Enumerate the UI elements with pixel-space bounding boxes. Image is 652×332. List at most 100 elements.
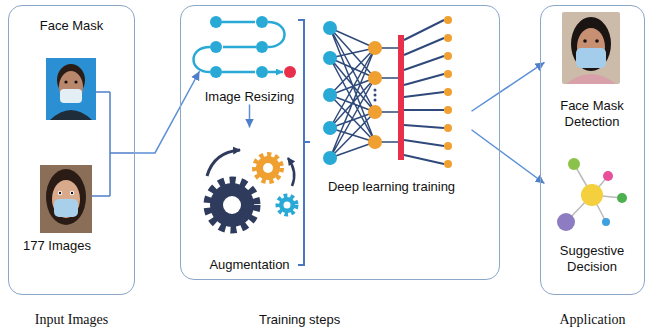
flow-icon	[256, 16, 268, 28]
step-box: Augmentation	[200, 128, 300, 273]
node-text: Face Mask Detection	[549, 98, 636, 130]
face-photo	[54, 199, 78, 217]
decision-icon	[568, 158, 580, 170]
network-icon	[444, 160, 452, 168]
face-photo	[59, 71, 83, 103]
decision-icon	[557, 213, 575, 231]
face-photo	[571, 17, 611, 71]
face-photo	[562, 12, 620, 84]
flow-icon	[256, 66, 268, 78]
network-icon	[444, 88, 452, 96]
node-text: Deep learning training	[328, 179, 455, 195]
gear-icon	[207, 150, 296, 229]
face-photo	[46, 169, 86, 225]
bracket-wire	[92, 92, 135, 196]
node-text: 177 Images	[23, 238, 91, 254]
network-icon	[368, 105, 382, 119]
network-icon	[374, 94, 377, 97]
face-photo	[40, 165, 92, 233]
gear-icon	[284, 202, 291, 209]
gear-icon	[288, 158, 294, 186]
gear-icon	[263, 163, 273, 173]
decision-icon	[566, 164, 622, 222]
node-text: Application	[559, 312, 625, 328]
network-icon	[444, 124, 452, 132]
gear-icon	[208, 181, 256, 229]
node-text: Training steps	[259, 312, 340, 328]
node-text: Face Mask	[40, 18, 104, 34]
flow-icon	[256, 41, 268, 53]
face-photo	[50, 110, 92, 120]
gear-icon	[223, 196, 241, 214]
network-icon	[374, 89, 377, 92]
connector-arrow	[472, 130, 545, 184]
connector-arrow	[135, 71, 200, 153]
flow-icon	[194, 22, 285, 72]
face-photo	[70, 191, 74, 195]
face-photo	[576, 48, 606, 68]
training-panel: Training stepsImage ResizingAugmentation…	[180, 5, 500, 280]
flow-icon	[194, 16, 297, 78]
network-icon	[323, 88, 337, 102]
network-icon	[444, 106, 452, 114]
decision-icon	[617, 193, 627, 203]
network-icon	[444, 16, 452, 24]
flow-icon	[210, 16, 222, 28]
gear-icon	[207, 150, 240, 176]
network-icon	[368, 41, 382, 55]
face-photo	[64, 80, 67, 83]
flow-icon	[210, 66, 222, 78]
network-icon	[444, 34, 452, 42]
network-icon	[398, 35, 404, 160]
network-icon	[323, 21, 337, 35]
network-icon	[374, 99, 377, 102]
face-photo	[60, 89, 82, 103]
network-icon	[444, 70, 452, 78]
network-icon	[444, 142, 452, 150]
bracket	[298, 20, 310, 265]
network-icon	[368, 71, 382, 85]
face-photo	[74, 80, 77, 83]
gear-icon	[210, 183, 254, 227]
node-text: Suggestive Decision	[549, 243, 636, 275]
node-text: Augmentation	[209, 257, 289, 273]
face-photo	[40, 165, 92, 233]
gear-icon	[278, 196, 296, 214]
face-photo	[46, 58, 96, 120]
step-box: Deep learning training	[312, 10, 472, 195]
face-photo	[46, 58, 96, 120]
network-icon	[323, 151, 337, 165]
face-photo	[562, 12, 620, 84]
network-icon	[330, 28, 398, 158]
face-photo	[71, 192, 73, 194]
connector-arrow	[249, 105, 251, 128]
face-photo	[583, 39, 587, 43]
network-icon	[404, 20, 444, 164]
node-text: Input Images	[35, 312, 108, 328]
face-photo	[52, 180, 80, 218]
application-box: Suggestive Decision	[545, 145, 640, 275]
input-panel: Face Mask177 ImagesInput Images	[8, 5, 135, 295]
bracket	[298, 20, 310, 265]
network-icon	[323, 51, 337, 65]
decision-icon	[602, 218, 610, 226]
network-icon	[323, 121, 337, 135]
gear-icon	[255, 155, 281, 181]
face-photo	[595, 39, 599, 43]
decision-icon	[581, 184, 603, 206]
face-photo	[566, 74, 616, 84]
flow-icon	[284, 66, 296, 78]
connector-arrow	[472, 62, 545, 111]
gear-icon	[256, 156, 280, 180]
bracket-wire	[92, 92, 135, 196]
application-box: Face Mask Detection	[545, 8, 640, 130]
decision-icon	[603, 171, 613, 181]
node-text: Image Resizing	[205, 89, 295, 105]
flow-icon	[210, 41, 222, 53]
face-photo	[58, 191, 62, 195]
network-icon	[368, 135, 382, 149]
